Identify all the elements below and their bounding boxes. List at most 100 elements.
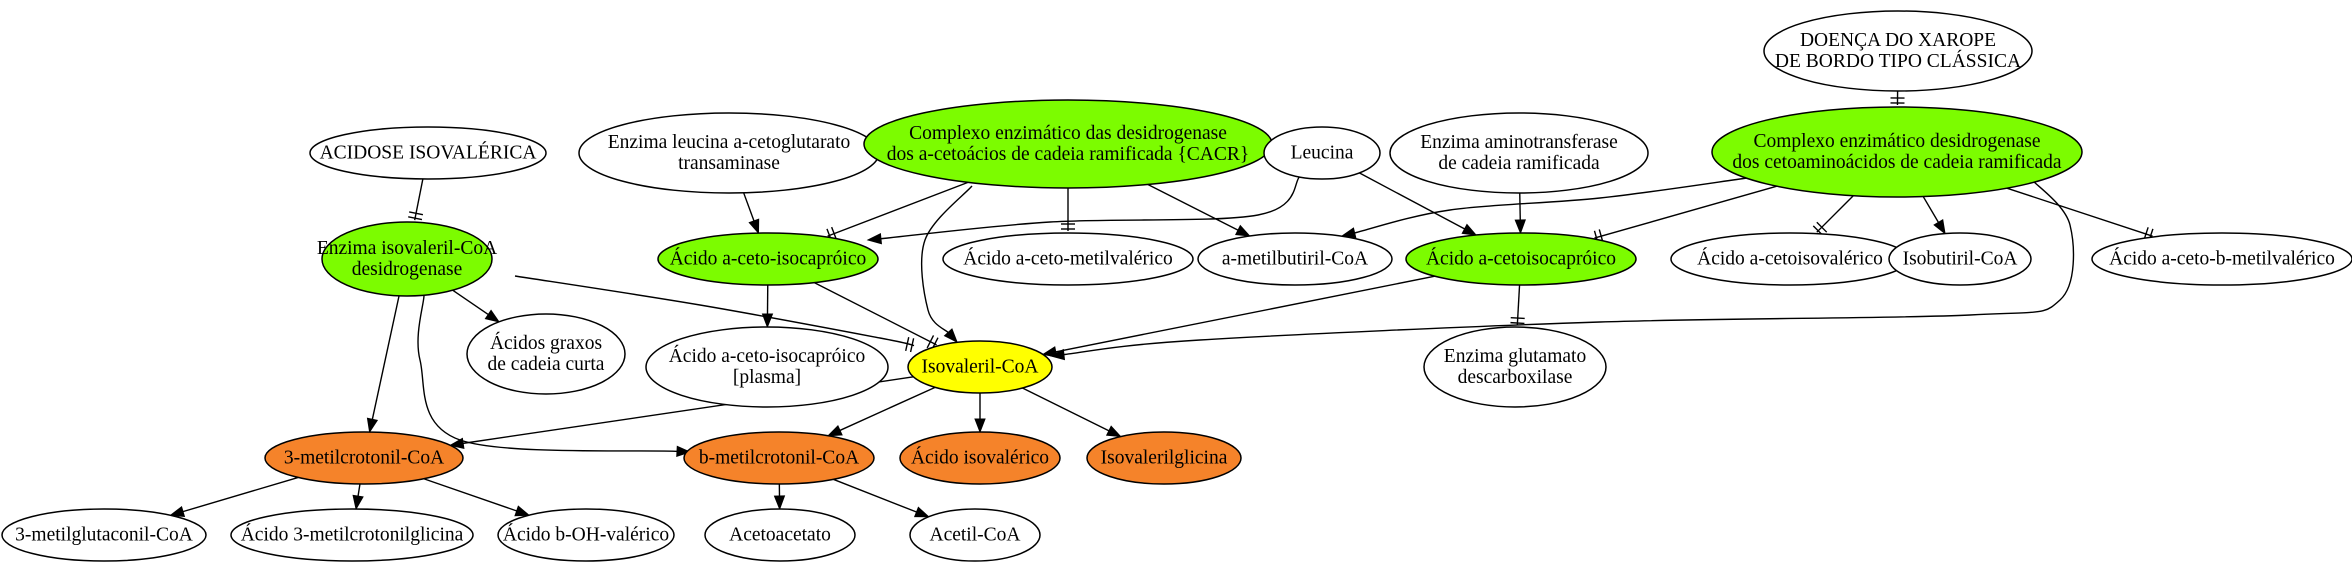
node-label: ACIDOSE ISOVALÉRICA <box>320 142 537 164</box>
edge-b-metilcrotonil-to-acetoacetato <box>773 483 786 511</box>
tee-bar <box>909 338 915 353</box>
edge-cacr-to-isovaleril-coa <box>920 185 973 344</box>
node-label: [plasma] <box>733 367 801 388</box>
node-label: Ácido isovalérico <box>911 447 1049 469</box>
node-label: Ácido 3-metilcrotonilglicina <box>241 524 464 546</box>
arrowhead <box>352 494 364 511</box>
node-label: dos a-cetoácios de cadeia ramificada {CA… <box>887 144 1250 165</box>
node-shape <box>899 431 1061 485</box>
node-label: Complexo enzimático desidrogenase <box>1754 131 2041 152</box>
arrowhead <box>676 445 692 458</box>
node-cacr: Complexo enzimático das desidrogenasedos… <box>863 99 1273 189</box>
edge-complexo-cetoamino-to-isobutiril <box>1922 196 1946 235</box>
tee-bar <box>1816 221 1828 233</box>
node-shape <box>466 313 626 395</box>
node-label: Ácido a-ceto-metilvalérico <box>963 248 1173 270</box>
node-isovaleril-coa: Isovaleril-CoA <box>907 340 1053 394</box>
node-label: transaminase <box>678 153 780 174</box>
arrowhead <box>448 437 465 449</box>
arrowhead <box>974 418 986 434</box>
arrowhead <box>866 232 882 245</box>
node-label: Ácido a-cetoisocapróico <box>1426 248 1616 270</box>
node-metilcrotonil: 3-metilcrotonil-CoA <box>264 431 464 485</box>
node-label: Isobutiril-CoA <box>1903 249 2018 270</box>
node-label: 3-metilglutaconil-CoA <box>15 525 193 546</box>
edges-layer <box>169 90 2154 518</box>
tee-bar <box>409 211 424 216</box>
arrowhead <box>943 328 958 344</box>
edge-isovaleril-coa-to-isovalerilglicina <box>1022 387 1122 438</box>
node-label: Complexo enzimático das desidrogenase <box>909 123 1227 144</box>
node-aceto-isocaproico: Ácido a-ceto-isocapróico <box>657 232 879 286</box>
node-label: Ácido a-ceto-isocapróico <box>669 345 866 367</box>
node-shape <box>1389 112 1649 194</box>
arrowhead <box>1461 223 1478 236</box>
edge-isovaleril-desid-to-isovaleril-coa <box>514 275 915 353</box>
node-shape <box>2091 232 2352 286</box>
node-shape <box>497 508 675 562</box>
node-isovalerico: Ácido isovalérico <box>899 431 1061 485</box>
edge-isovaleril-desid-to-graxos <box>452 289 501 323</box>
edge-metilcrotonil-to-oh-valerico <box>423 478 531 517</box>
edge-isovaleril-desid-to-metilcrotonil <box>366 295 400 434</box>
edge-leucina-transaminase-to-aceto-isocaproico <box>742 192 760 235</box>
node-label: 3-metilcrotonil-CoA <box>284 448 444 469</box>
edge-acidose-to-isovaleril-desid <box>408 178 424 221</box>
tee-bar <box>1510 321 1525 325</box>
edge-metilcrotonil-to-metilglutaconil <box>169 476 299 517</box>
node-label: descarboxilase <box>1458 367 1573 388</box>
node-label: b-metilcrotonil-CoA <box>699 448 859 469</box>
node-label: de cadeia curta <box>488 354 605 375</box>
node-shape <box>645 326 889 408</box>
node-shape <box>907 340 1053 394</box>
edge-aminotransferase-to-acetoisocaproico <box>1514 192 1526 235</box>
node-label: Enzima aminotransferase <box>1420 132 1618 153</box>
edge-acetoisocaproico-to-glutamato <box>1510 284 1525 326</box>
edge-cacr-to-aceto-isocaproico <box>826 181 969 243</box>
node-shape <box>1423 326 1607 408</box>
node-shape <box>1763 10 2033 92</box>
node-shape <box>942 232 1194 286</box>
edge-b-metilcrotonil-to-acetil <box>833 478 930 518</box>
node-aceto-b-metilvalerico: Ácido a-ceto-b-metilvalérico <box>2091 232 2352 286</box>
arrowhead <box>826 424 843 437</box>
edge-leucina-to-acetoisocaproico <box>1359 172 1478 236</box>
edge-cacr-to-aceto-metilvalerico <box>1061 188 1075 231</box>
edge-isovaleril-desid-to-b-metilcrotonil <box>417 295 692 458</box>
edge-complexo-cetoamino-to-acetoisovalerico <box>1812 195 1854 237</box>
node-label: dos cetoaminoácidos de cadeia ramificada <box>1732 152 2062 173</box>
node-acetoacetato: Acetoacetato <box>704 508 856 562</box>
node-acetoisovalerico: Ácido a-cetoisovalérico <box>1670 232 1910 286</box>
node-oh-valerico: Ácido b-OH-valérico <box>497 508 675 562</box>
node-label: Leucina <box>1291 143 1354 164</box>
node-label: DE BORDO TIPO CLÁSSICA <box>1775 50 2021 72</box>
node-shape <box>1711 106 2083 198</box>
arrowhead <box>1514 219 1526 235</box>
node-label: Ácido b-OH-valérico <box>503 524 669 546</box>
node-shape <box>321 221 493 297</box>
tee-bar <box>905 337 910 352</box>
edge-doenca-to-complexo-cetoamino <box>1890 90 1905 106</box>
arrowhead <box>913 506 930 518</box>
node-isobutiril: Isobutiril-CoA <box>1888 232 2032 286</box>
node-label: Isovaleril-CoA <box>922 357 1039 378</box>
nodes-layer: ACIDOSE ISOVALÉRICA Enzima isovaleril-CoA… <box>1 10 2352 562</box>
node-shape <box>683 431 875 485</box>
node-label: Enzima isovaleril-CoA <box>317 238 497 259</box>
node-acetil: Acetil-CoA <box>909 508 1041 562</box>
arrowhead <box>1235 224 1251 237</box>
arrowhead <box>1105 425 1122 438</box>
node-shape <box>1 508 207 562</box>
node-shape <box>1263 126 1381 180</box>
arrowhead <box>514 505 531 517</box>
edge-acetoisocaproico-to-isovaleril-coa <box>1041 275 1435 358</box>
node-shape <box>704 508 856 562</box>
node-shape <box>657 232 879 286</box>
node-label: Ácido a-ceto-b-metilvalérico <box>2109 248 2335 270</box>
node-acetoisocaproico: Ácido a-cetoisocapróico <box>1405 232 1637 286</box>
node-leucina-transaminase: Enzima leucina a-cetoglutaratotransamina… <box>578 112 880 194</box>
